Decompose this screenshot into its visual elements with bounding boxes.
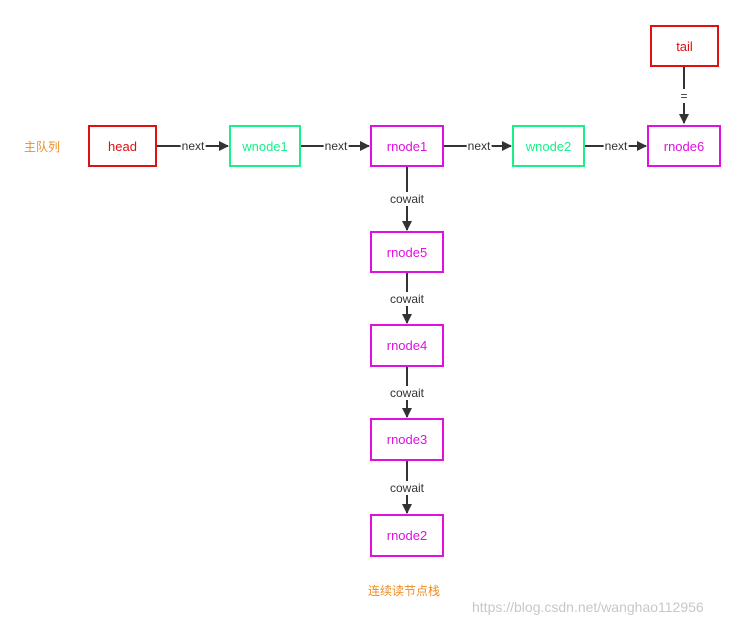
node-wnode1-label: wnode1 xyxy=(242,138,288,154)
node-rnode6: rnode6 xyxy=(647,125,721,167)
node-rnode5: rnode5 xyxy=(370,231,444,273)
edge-label-next-3: next xyxy=(466,139,492,153)
node-tail-label: tail xyxy=(676,38,693,54)
node-rnode5-label: rnode5 xyxy=(386,244,428,260)
edge-label-next-2: next xyxy=(323,139,349,153)
caption-read-stack: 连续读节点栈 xyxy=(368,584,441,598)
node-rnode6-label: rnode6 xyxy=(663,138,705,154)
edge-label-cowait-1: cowait xyxy=(388,192,426,206)
node-tail: tail xyxy=(650,25,719,67)
edge-label-tail: = xyxy=(679,89,689,103)
node-head: head xyxy=(88,125,157,167)
node-rnode4-label: rnode4 xyxy=(386,338,428,353)
node-wnode1: wnode1 xyxy=(229,125,301,167)
node-wnode2-label: wnode2 xyxy=(525,138,572,154)
watermark: https://blog.csdn.net/wanghao112956 xyxy=(472,599,704,615)
node-rnode3: rnode3 xyxy=(370,418,444,461)
node-wnode2: wnode2 xyxy=(512,125,585,167)
edge-label-cowait-3: cowait xyxy=(388,386,426,400)
edge-label-next-1: next xyxy=(180,139,206,153)
edge-label-cowait-4: cowait xyxy=(388,481,426,495)
node-rnode1: rnode1 xyxy=(370,125,444,167)
edge-label-next-4: next xyxy=(603,139,629,153)
caption-main-queue: 主队列 xyxy=(24,140,61,154)
edge-label-cowait-2: cowait xyxy=(388,292,426,306)
node-rnode4: rnode4 xyxy=(370,324,444,367)
node-rnode1-label: rnode1 xyxy=(386,138,428,154)
node-rnode3-label: rnode3 xyxy=(386,432,428,447)
node-head-label: head xyxy=(108,138,137,154)
node-rnode2: rnode2 xyxy=(370,514,444,557)
node-rnode2-label: rnode2 xyxy=(386,528,428,543)
